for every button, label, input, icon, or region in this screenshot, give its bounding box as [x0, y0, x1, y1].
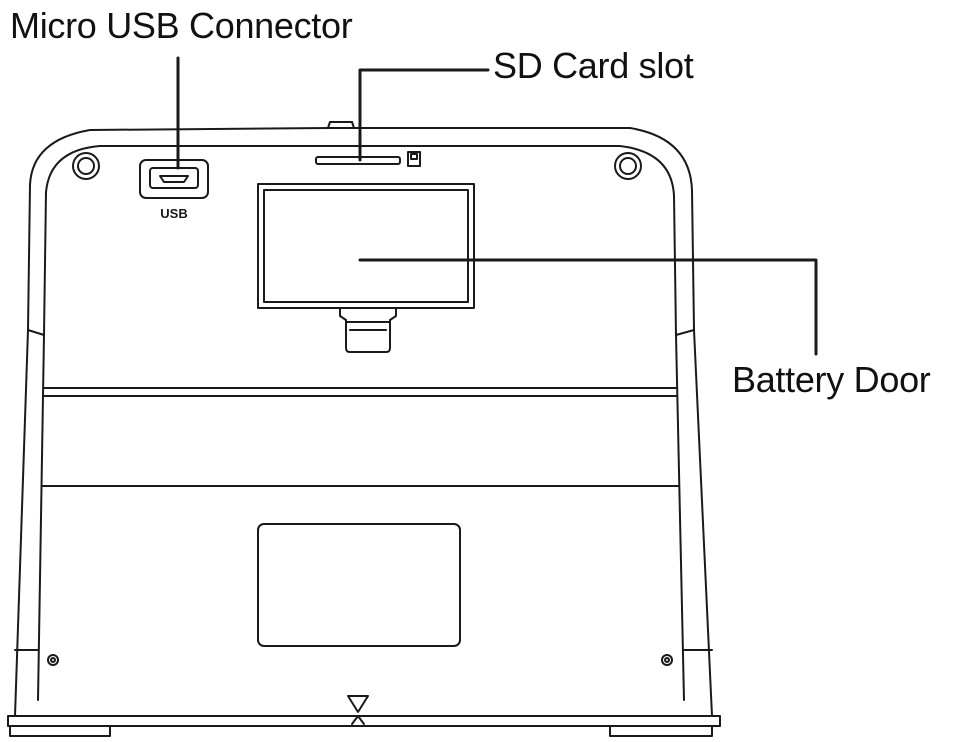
sd-card-slot-callout: SD Card slot	[493, 45, 694, 86]
screw-top-right	[614, 152, 642, 180]
screw-top-left	[72, 152, 100, 180]
device-housing-inner-outline	[37, 145, 685, 701]
battery-door-callout: Battery Door	[732, 359, 931, 400]
right-foot	[609, 725, 713, 737]
left-foot	[9, 725, 111, 737]
device-housing-outline	[14, 127, 713, 717]
label-plate	[257, 523, 461, 647]
leader-line-sd-card	[358, 68, 490, 162]
screw-bottom-right	[661, 654, 673, 666]
alignment-marker-tick	[351, 715, 365, 725]
screw-bottom-left	[47, 654, 59, 666]
left-side-ridge	[27, 329, 45, 336]
usb-port-label: USB	[160, 206, 187, 221]
alignment-triangle-marker	[347, 695, 369, 713]
top-tab	[327, 121, 355, 129]
right-side-ridge	[675, 329, 695, 336]
micro-usb-connector-callout: Micro USB Connector	[10, 5, 353, 46]
leader-line-battery-door	[358, 258, 818, 356]
battery-door	[257, 183, 475, 353]
usb-port	[139, 159, 209, 199]
device-base	[7, 715, 721, 727]
sd-card-slot	[315, 151, 421, 167]
